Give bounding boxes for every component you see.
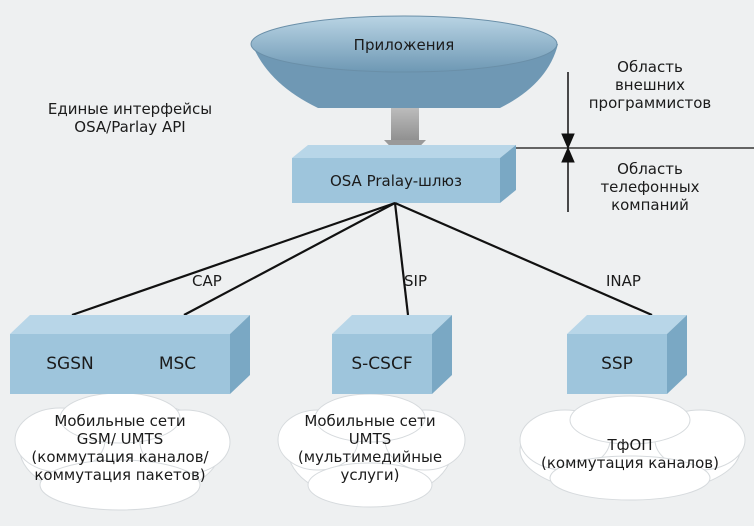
node-ssp: SSP [601, 354, 633, 374]
applications-shape [250, 15, 558, 108]
cloud-gsm-line-2: GSM/ UMTS [76, 430, 164, 448]
external-area-line-3: программистов [588, 94, 712, 112]
cloud-gsm-line-3: (коммутация каналов/ [31, 448, 209, 466]
ssp-box [567, 315, 687, 394]
cloud-gsm-line-4: коммутация пакетов) [34, 466, 206, 484]
telecom-area-line-2: телефонных [600, 178, 700, 196]
node-scscf: S-CSCF [351, 354, 413, 374]
cloud-umts-line-2: UMTS [348, 430, 392, 448]
api-label-line-1: Единые интерфейсы [47, 100, 213, 118]
scscf-box [332, 315, 452, 394]
cloud-gsm-line-1: Мобильные сети [54, 412, 186, 430]
cloud-umts-line-1: Мобильные сети [304, 412, 436, 430]
gateway-label: OSA Pralay-шлюз [329, 172, 463, 190]
msc-box [125, 315, 250, 394]
cloud-umts-label: Мобильные сети UMTS (мультимедийные услу… [290, 412, 450, 484]
cloud-gsm-label: Мобильные сети GSM/ UMTS (коммутация кан… [20, 412, 220, 484]
cloud-pstn [519, 395, 746, 501]
protocol-sip: SIP [404, 272, 427, 290]
protocol-inap: INAP [606, 272, 641, 290]
area-separator [516, 72, 754, 212]
external-area-label: Область внешних программистов [585, 58, 715, 112]
cloud-pstn-line-1: ТфОП [607, 436, 653, 454]
node-sgsn: SGSN [46, 354, 94, 374]
line-to-scscf [393, 202, 410, 316]
cloud-umts-line-4: услуги) [340, 466, 400, 484]
api-label: Единые интерфейсы OSA/Parlay API [30, 100, 230, 136]
line-to-msc [183, 202, 396, 316]
line-to-ssp [394, 201, 653, 317]
applications-label: Приложения [353, 36, 455, 54]
api-label-line-2: OSA/Parlay API [74, 118, 186, 136]
gateway-box [292, 145, 516, 203]
cloud-gsm [14, 392, 231, 511]
line-to-sgsn [71, 201, 396, 317]
telecom-area-label: Область телефонных компаний [585, 160, 715, 214]
cloud-pstn-line-2: (коммутация каналов) [541, 454, 719, 472]
external-area-line-1: Область [617, 58, 683, 76]
node-msc: MSC [158, 354, 197, 374]
connection-lines [71, 201, 653, 317]
cloud-umts-line-3: (мультимедийные [297, 448, 443, 466]
cloud-pstn-label: ТфОП (коммутация каналов) [520, 436, 740, 472]
telecom-area-line-3: компаний [611, 196, 689, 214]
telecom-area-line-1: Область [617, 160, 683, 178]
external-area-line-2: внешних [614, 76, 686, 94]
cloud-umts [277, 393, 466, 508]
protocol-cap: CAP [192, 272, 222, 290]
